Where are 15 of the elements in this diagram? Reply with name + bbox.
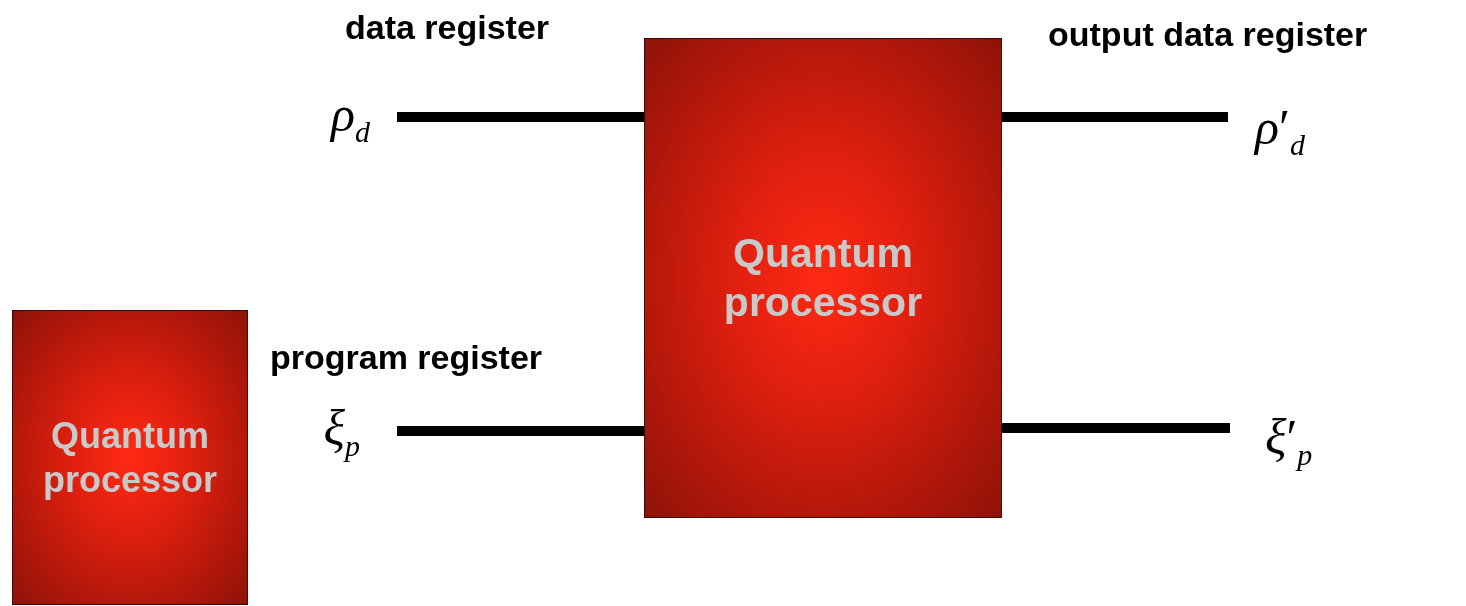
register-label: output data register (1048, 15, 1368, 54)
processor-box (644, 38, 1002, 518)
register-label: program register (270, 338, 543, 377)
wire (397, 112, 644, 122)
math-symbol: ρ′$_{d}$ (1255, 98, 1305, 162)
register-label: data register (345, 8, 550, 47)
math-symbol: ξ$_{p}$ (323, 399, 360, 463)
math-symbol: ρ$_{d}$ (331, 85, 370, 149)
wire (1002, 112, 1228, 122)
processor-box (12, 310, 248, 605)
processor-label: Quantum processor (722, 228, 924, 327)
math-symbol: ξ′$_{p}$ (1265, 408, 1313, 472)
processor-label: Quantum processor (41, 414, 219, 501)
wire (1002, 423, 1230, 433)
wire (397, 426, 644, 436)
